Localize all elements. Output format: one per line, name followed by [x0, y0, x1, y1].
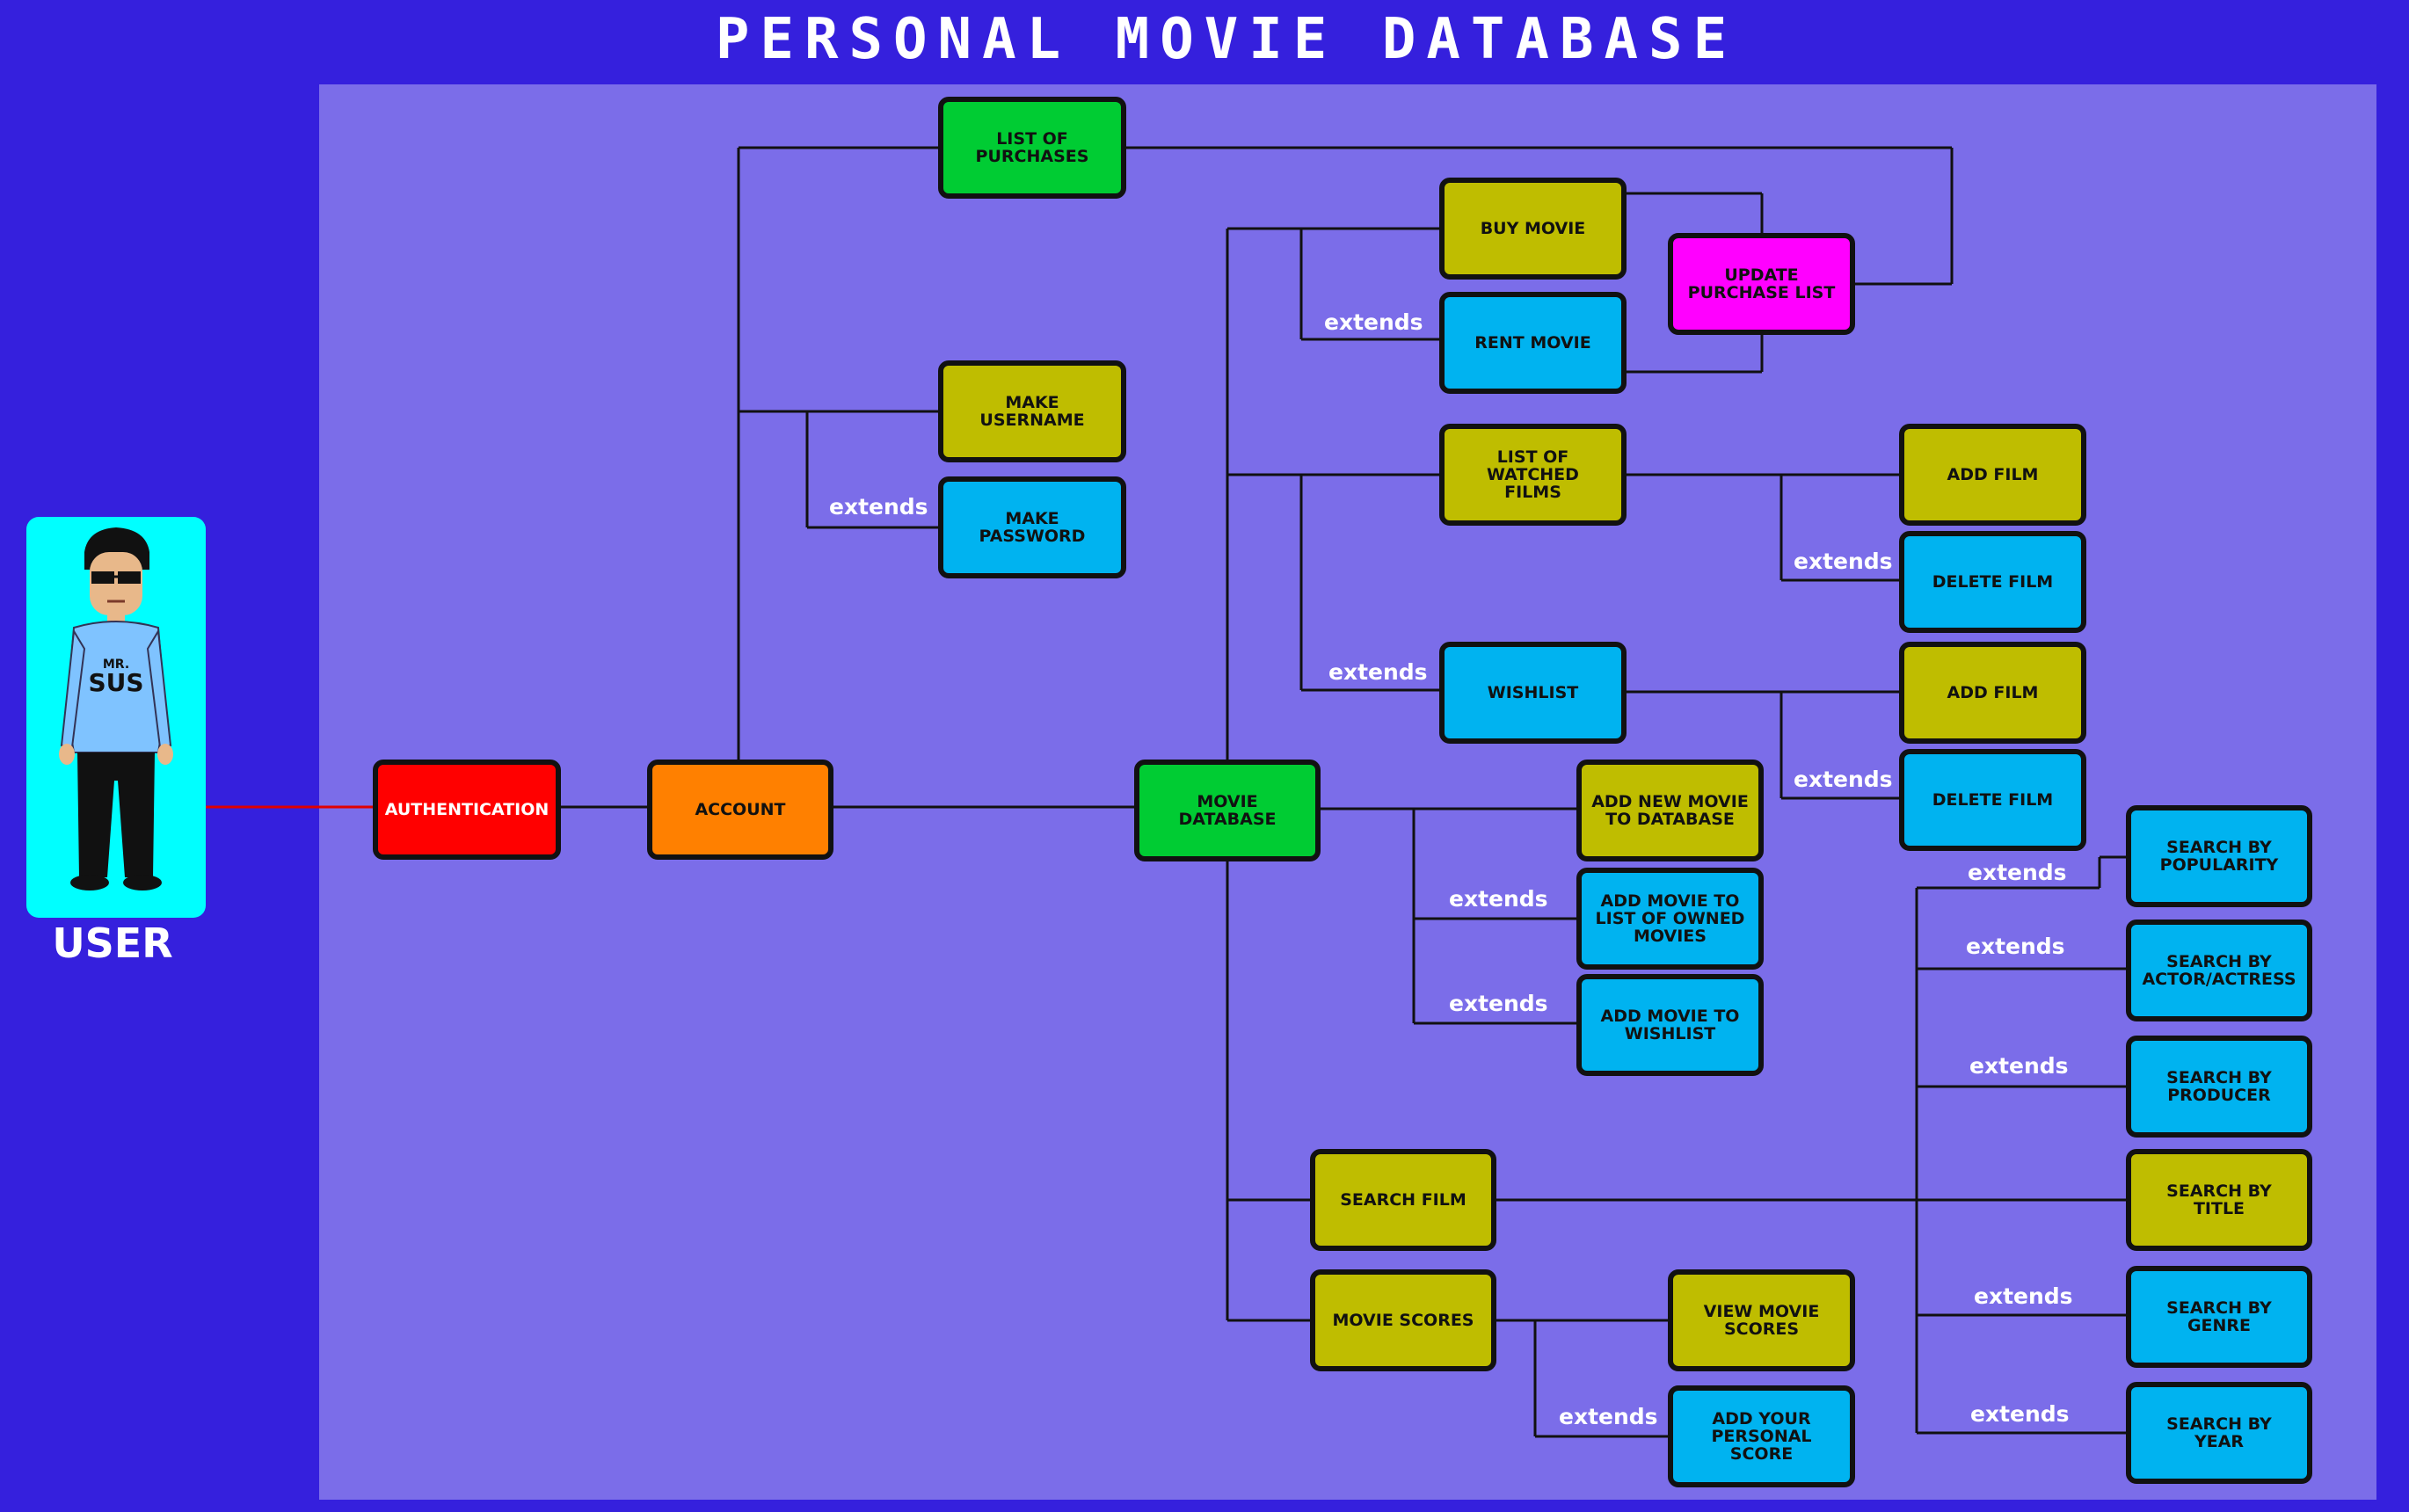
delete-film-node[interactable]: DELETE FILM [1899, 531, 2086, 633]
extends-label: extends [1968, 860, 2067, 885]
movie-scores-node[interactable]: MOVIE SCORES [1310, 1269, 1496, 1371]
search-by-producer-node[interactable]: SEARCH BY PRODUCER [2126, 1036, 2312, 1138]
make-password-node[interactable]: MAKE PASSWORD [938, 476, 1126, 578]
extends-label: extends [1449, 886, 1548, 912]
extends-label: extends [1324, 309, 1423, 335]
view-movie-scores-node[interactable]: VIEW MOVIE SCORES [1668, 1269, 1855, 1371]
search-by-year-node[interactable]: SEARCH BY YEAR [2126, 1382, 2312, 1484]
add-film-node[interactable]: ADD FILM [1899, 642, 2086, 744]
extends-label: extends [1974, 1283, 2073, 1309]
extends-label: extends [1794, 767, 1893, 792]
buy-movie-node[interactable]: BUY MOVIE [1439, 178, 1627, 280]
add-film-node[interactable]: ADD FILM [1899, 424, 2086, 526]
search-film-node[interactable]: SEARCH FILM [1310, 1149, 1496, 1251]
authentication-node[interactable]: AUTHENTICATION [373, 760, 561, 860]
add-movie-owned-node[interactable]: ADD MOVIE TO LIST OF OWNED MOVIES [1576, 868, 1764, 970]
extends-label: extends [1449, 991, 1548, 1016]
list-of-purchases-node[interactable]: LIST OF PURCHASES [938, 97, 1126, 199]
search-by-popularity-node[interactable]: SEARCH BY POPULARITY [2126, 805, 2312, 907]
shirt-text-top: MR. [102, 658, 130, 672]
add-movie-wishlist-node[interactable]: ADD MOVIE TO WISHLIST [1576, 974, 1764, 1076]
user-label: USER [52, 920, 173, 967]
list-of-watched-films-node[interactable]: LIST OF WATCHED FILMS [1439, 424, 1627, 526]
user-actor: MR. SUS [26, 517, 206, 918]
rent-movie-node[interactable]: RENT MOVIE [1439, 292, 1627, 394]
wishlist-node[interactable]: WISHLIST [1439, 642, 1627, 744]
movie-database-node[interactable]: MOVIE DATABASE [1134, 760, 1321, 861]
add-new-movie-node[interactable]: ADD NEW MOVIE TO DATABASE [1576, 760, 1764, 861]
user-figure-icon [59, 527, 173, 890]
update-purchase-list-node[interactable]: UPDATE PURCHASE LIST [1668, 233, 1855, 335]
search-by-actor-node[interactable]: SEARCH BY ACTOR/ACTRESS [2126, 920, 2312, 1021]
add-personal-score-node[interactable]: ADD YOUR PERSONAL SCORE [1668, 1385, 1855, 1487]
extends-label: extends [1966, 934, 2065, 959]
page-title: PERSONAL MOVIE DATABASE [715, 7, 1738, 72]
extends-label: extends [1559, 1404, 1658, 1429]
search-by-title-node[interactable]: SEARCH BY TITLE [2126, 1149, 2312, 1251]
extends-label: extends [1970, 1401, 2070, 1427]
search-by-genre-node[interactable]: SEARCH BY GENRE [2126, 1266, 2312, 1368]
extends-label: extends [829, 494, 928, 520]
account-node[interactable]: ACCOUNT [647, 760, 833, 860]
make-username-node[interactable]: MAKE USERNAME [938, 360, 1126, 462]
shirt-text-main: SUS [88, 668, 144, 697]
extends-label: extends [1969, 1053, 2069, 1079]
extends-label: extends [1328, 659, 1428, 685]
delete-film-node[interactable]: DELETE FILM [1899, 749, 2086, 851]
extends-label: extends [1794, 549, 1893, 574]
